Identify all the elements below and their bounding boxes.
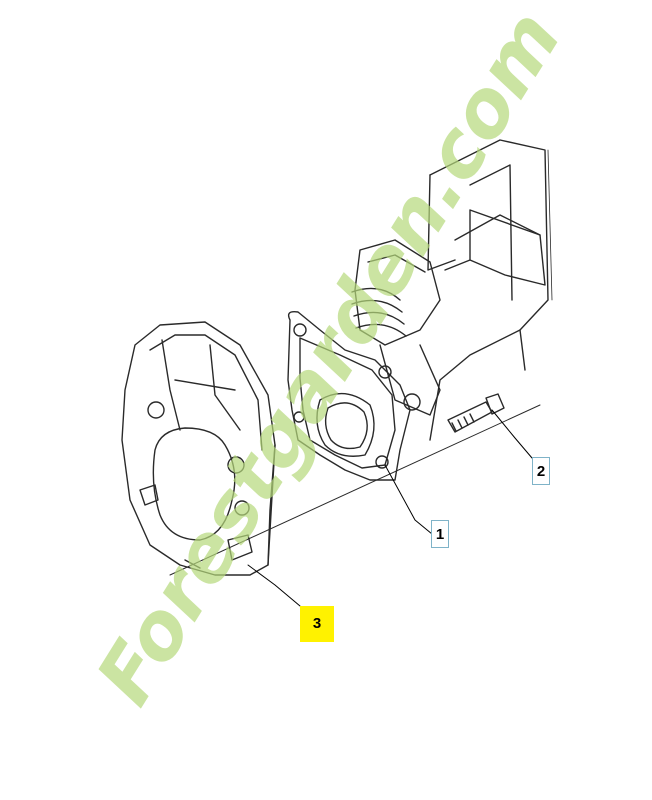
bolt-part-2 bbox=[447, 393, 505, 433]
gasket-part-1 bbox=[287, 310, 411, 481]
cover-part-3 bbox=[121, 321, 276, 576]
leader-line-2 bbox=[491, 409, 533, 459]
callout-3-highlighted: 3 bbox=[300, 606, 334, 642]
leader-lines bbox=[247, 409, 533, 607]
engine-body bbox=[427, 139, 553, 441]
assembly-axis bbox=[169, 404, 541, 576]
spring-housing bbox=[351, 239, 441, 416]
callout-1: 1 bbox=[431, 520, 449, 548]
leader-line-1 bbox=[384, 464, 433, 535]
leader-line-3 bbox=[247, 564, 301, 607]
callout-2: 2 bbox=[532, 457, 550, 485]
